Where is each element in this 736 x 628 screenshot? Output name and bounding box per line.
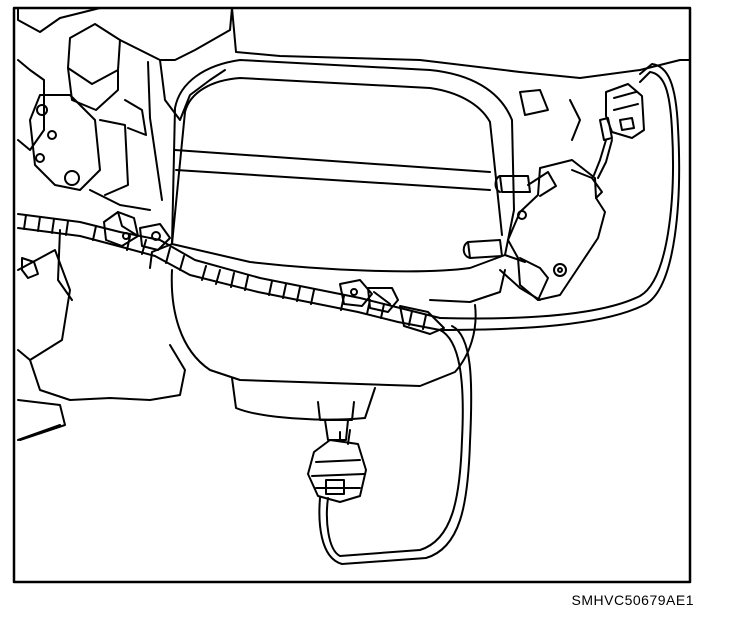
blower-motor xyxy=(170,269,477,441)
actuator-connector xyxy=(593,83,645,179)
blower-housing xyxy=(149,7,691,303)
harness-clips xyxy=(103,211,445,335)
figure-code: SMHVC50679AE1 xyxy=(571,592,694,608)
harness-clip-4 xyxy=(367,287,399,313)
actuator-bracket xyxy=(462,159,606,301)
heater-case xyxy=(17,7,233,441)
harness-clip-2 xyxy=(139,223,171,251)
wiring-harness xyxy=(17,63,681,565)
actuator-screw xyxy=(553,263,567,277)
actuator-rivet xyxy=(517,210,527,220)
blower-motor-connector xyxy=(307,429,367,503)
harness-clip-5 xyxy=(399,305,445,335)
figure-frame xyxy=(12,6,692,584)
harness-clip-3 xyxy=(339,279,373,307)
